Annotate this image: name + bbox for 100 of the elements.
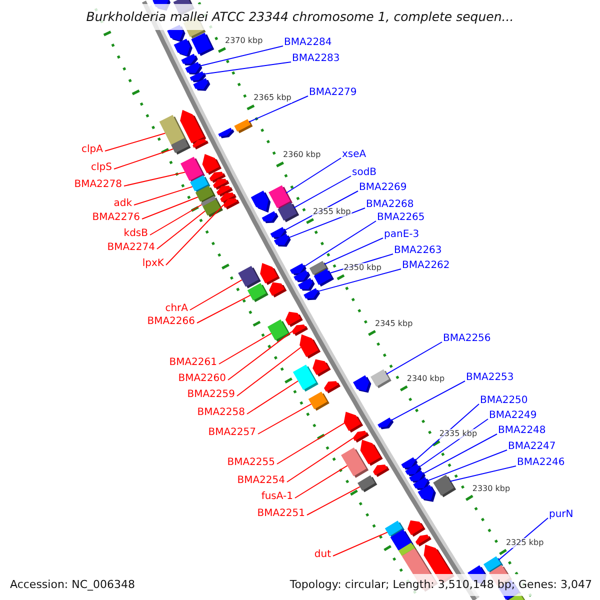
- gene-label: BMA2251: [257, 508, 305, 520]
- gene-marker: [312, 359, 331, 377]
- gene-label: BMA2261: [169, 357, 217, 369]
- leader-line: [449, 466, 516, 482]
- gene-label: BMA2262: [402, 260, 450, 272]
- scale-label: 2355 kbp: [312, 207, 352, 218]
- gene-label: sodB: [352, 167, 377, 179]
- leader-line: [218, 332, 272, 364]
- leader-line: [304, 220, 376, 268]
- gene-label: BMA2263: [394, 245, 442, 257]
- gene-block: [202, 199, 223, 218]
- gene-block: [268, 319, 290, 342]
- scale-label: 2340 kbp: [406, 374, 446, 384]
- gene-label: BMA2249: [489, 410, 537, 422]
- gene-block: [171, 138, 191, 155]
- gene-marker: [181, 54, 198, 66]
- leader-line: [150, 204, 202, 236]
- gene-marker: [274, 234, 291, 247]
- gene-marker: [353, 375, 372, 393]
- leader-line: [324, 238, 384, 265]
- gene-label: BMA2266: [147, 316, 195, 328]
- gene-block: [247, 283, 268, 302]
- gene-block: [234, 119, 253, 134]
- gene-marker: [262, 211, 278, 224]
- leader-line: [246, 380, 299, 414]
- leader-line: [332, 532, 388, 556]
- leader-line: [166, 204, 224, 266]
- gene-marker: [193, 78, 210, 91]
- gene-marker: [352, 430, 369, 443]
- leader-line: [104, 132, 166, 152]
- gene-label: clpS: [91, 162, 112, 174]
- leader-line: [294, 465, 348, 498]
- leader-line: [196, 294, 251, 324]
- gene-label: BMA2284: [284, 37, 332, 49]
- leader-line: [276, 422, 345, 464]
- leader-line: [114, 148, 174, 170]
- leader-line: [306, 486, 360, 516]
- gene-block: [341, 448, 369, 478]
- gene-label: BMA2248: [498, 425, 546, 437]
- gene-block: [358, 475, 378, 492]
- gene-label: BMA2259: [187, 389, 235, 401]
- gene-marker: [373, 464, 390, 477]
- gene-marker: [416, 534, 432, 546]
- leader-line: [317, 268, 402, 292]
- gene-label: fusA-1: [261, 491, 293, 503]
- gene-label: xseA: [342, 149, 366, 161]
- gene-marker: [185, 62, 202, 75]
- scale-label: 2335 kbp: [438, 429, 478, 440]
- gene-label: BMA2246: [517, 457, 565, 469]
- gene-marker: [285, 312, 303, 327]
- leader-line: [386, 342, 442, 375]
- gene-marker: [378, 418, 394, 430]
- gene-label: purN: [549, 509, 574, 521]
- gene-label: BMA2274: [107, 242, 155, 254]
- leader-line: [426, 450, 508, 482]
- leader-line: [248, 96, 308, 122]
- gene-label: chrA: [165, 303, 188, 315]
- leader-line: [142, 196, 198, 220]
- gene-block: [278, 202, 300, 222]
- leader-line: [236, 346, 302, 396]
- gene-label: BMA2276: [92, 212, 140, 224]
- leader-line: [199, 46, 284, 66]
- gene-label: BMA2247: [508, 441, 556, 453]
- gene-marker: [298, 278, 315, 291]
- leader-line: [203, 62, 292, 75]
- leader-line: [124, 172, 186, 186]
- gene-label: BMA2283: [292, 53, 340, 65]
- gene-label: BMA2257: [208, 427, 256, 439]
- gene-label: BMA2256: [443, 333, 491, 345]
- scale-label: 2365 kbp: [252, 93, 292, 104]
- gene-block: [292, 364, 318, 392]
- gene-label: BMA2268: [366, 199, 414, 211]
- gene-label: BMA2250: [480, 395, 528, 407]
- gene-marker: [218, 128, 234, 138]
- gene-label: BMA2279: [309, 87, 357, 99]
- gene-label: clpA: [82, 144, 103, 156]
- scale-label: 2325 kbp: [504, 538, 545, 548]
- gene-label: BMA2255: [227, 457, 275, 469]
- leader-line: [134, 186, 193, 206]
- gene-marker: [360, 440, 383, 466]
- gene-label: dut: [314, 549, 331, 561]
- gene-label: BMA2253: [466, 372, 514, 384]
- gene-marker: [269, 282, 287, 298]
- gene-marker: [324, 381, 340, 394]
- gene-marker: [250, 190, 271, 213]
- gene-label: lpxK: [142, 258, 164, 270]
- gene-block: [433, 474, 456, 498]
- leader-line: [228, 331, 292, 380]
- gene-block: [308, 392, 330, 411]
- leader-line: [422, 434, 498, 474]
- gene-block: [238, 266, 261, 288]
- gene-block: [370, 369, 392, 388]
- gene-block: [191, 32, 214, 56]
- gene-marker: [418, 484, 436, 502]
- leader-line: [286, 158, 342, 194]
- gene-label: BMA2269: [359, 182, 407, 194]
- leader-line: [390, 380, 466, 421]
- gene-marker: [192, 139, 208, 150]
- gene-marker: [300, 334, 321, 359]
- gene-marker: [304, 288, 320, 300]
